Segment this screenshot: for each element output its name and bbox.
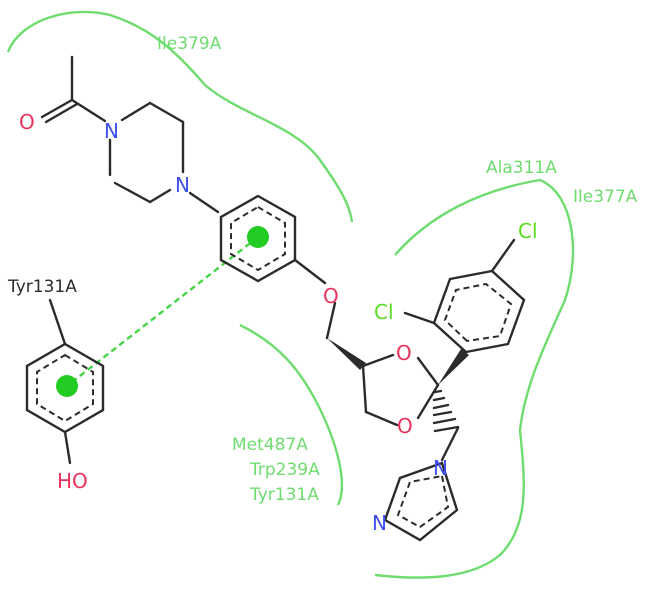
wedge-bond-ch2 xyxy=(327,338,366,370)
residue-label-ile379: Ile379A xyxy=(157,34,222,54)
ether-oxygen-label: O xyxy=(323,284,339,308)
imidazole-nitrogen-1-label: N xyxy=(433,456,448,480)
residue-label-tyr131-bottom: Tyr131A xyxy=(249,485,319,505)
residue-label-ile377: Ile377A xyxy=(573,187,638,207)
residue-label-met487: Met487A xyxy=(232,435,308,455)
dioxolane-oxygen-2-label: O xyxy=(397,414,413,438)
piperazine-ring xyxy=(108,101,220,214)
pocket-outline-middle xyxy=(239,323,344,506)
tyrosine-centroid xyxy=(56,375,78,397)
dioxolane-oxygen-1-label: O xyxy=(396,341,412,365)
wedge-bond-aryl xyxy=(438,349,469,385)
hydroxyl-label: HO xyxy=(57,469,88,493)
pocket-outlines xyxy=(6,10,575,579)
hash-bond-ch2 xyxy=(432,389,460,433)
imidazole-ring xyxy=(383,461,459,542)
residue-labels: Ile379A Ala311A Ile377A Tyr131A Met487A … xyxy=(7,34,638,505)
dioxolane-ring xyxy=(327,338,469,462)
carbonyl-oxygen-label: O xyxy=(19,110,35,134)
residue-label-ala311: Ala311A xyxy=(486,158,557,178)
pi-stacking-line xyxy=(66,236,259,387)
residue-label-tyr131-top: Tyr131A xyxy=(7,277,77,297)
phenoxy-ring xyxy=(219,194,337,340)
chlorine-para-label: Cl xyxy=(518,219,538,243)
piperazine-nitrogen-1-label: N xyxy=(104,119,119,143)
dichlorophenyl-ring xyxy=(403,238,526,354)
phenoxy-centroid xyxy=(247,226,269,248)
piperazine-nitrogen-2-label: N xyxy=(175,173,190,197)
residue-label-trp239: Trp239A xyxy=(249,460,320,480)
acetyl-group xyxy=(40,55,107,124)
chlorine-ortho-label: Cl xyxy=(374,300,394,324)
imidazole-nitrogen-3-label: N xyxy=(372,511,387,535)
atom-labels: O N N O O O Cl Cl N N HO xyxy=(19,110,538,535)
pocket-outline-right xyxy=(374,178,575,579)
tyrosine-ring xyxy=(25,298,105,465)
pocket-outline-top xyxy=(6,10,354,223)
